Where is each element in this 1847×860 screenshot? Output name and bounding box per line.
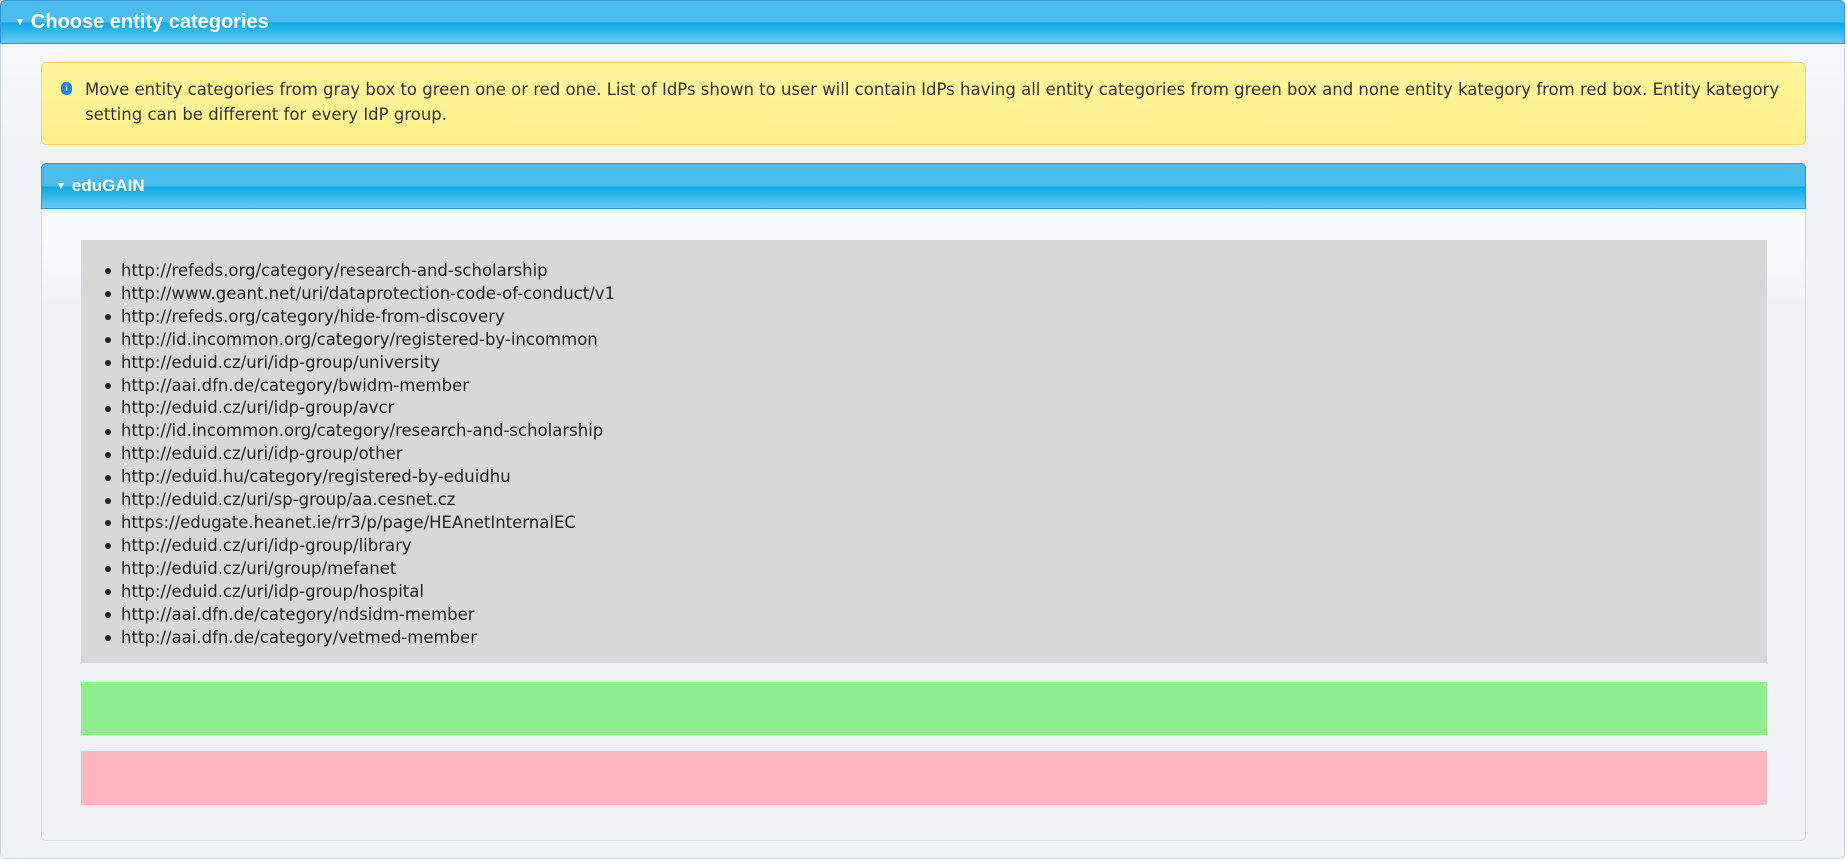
category-item[interactable]: http://eduid.cz/uri/idp-group/library [105, 535, 1767, 558]
collapse-triangle-icon: ▼ [15, 16, 25, 28]
idp-group-panel-edugain: ▼ eduGAIN http://refeds.org/category/res… [41, 163, 1806, 841]
info-text: Move entity categories from gray box to … [85, 80, 1780, 124]
excluded-categories-box[interactable] [81, 751, 1767, 805]
category-item[interactable]: http://eduid.hu/category/registered-by-e… [105, 466, 1767, 489]
category-item[interactable]: http://eduid.cz/uri/idp-group/other [105, 443, 1767, 466]
category-item[interactable]: http://aai.dfn.de/category/vetmed-member [105, 627, 1767, 650]
required-categories-box[interactable] [81, 682, 1767, 735]
category-item[interactable]: https://edugate.heanet.ie/rr3/p/page/HEA… [105, 512, 1767, 535]
category-item[interactable]: http://eduid.cz/uri/group/mefanet [105, 558, 1767, 581]
info-alert: i Move entity categories from gray box t… [41, 62, 1806, 145]
category-item[interactable]: http://www.geant.net/uri/dataprotection-… [105, 283, 1767, 306]
collapse-triangle-icon: ▼ [56, 180, 66, 192]
panel-title: Choose entity categories [30, 10, 269, 33]
category-item[interactable]: http://id.incommon.org/category/register… [105, 329, 1767, 352]
panel-header[interactable]: ▼ Choose entity categories [0, 0, 1845, 44]
available-categories-list: http://refeds.org/category/research-and-… [105, 260, 1767, 649]
category-item[interactable]: http://refeds.org/category/hide-from-dis… [105, 306, 1767, 329]
category-item[interactable]: http://aai.dfn.de/category/bwidm-member [105, 375, 1767, 398]
category-item[interactable]: http://refeds.org/category/research-and-… [105, 260, 1767, 283]
group-panel-header[interactable]: ▼ eduGAIN [41, 163, 1806, 209]
category-item[interactable]: http://eduid.cz/uri/idp-group/avcr [105, 397, 1767, 420]
category-item[interactable]: http://eduid.cz/uri/idp-group/hospital [105, 581, 1767, 604]
category-item[interactable]: http://eduid.cz/uri/sp-group/aa.cesnet.c… [105, 489, 1767, 512]
category-item[interactable]: http://aai.dfn.de/category/ndsidm-member [105, 604, 1767, 627]
category-item[interactable]: http://id.incommon.org/category/research… [105, 420, 1767, 443]
group-panel-title: eduGAIN [71, 176, 145, 195]
available-categories-box[interactable]: http://refeds.org/category/research-and-… [81, 240, 1767, 663]
info-icon: i [61, 82, 72, 95]
category-item[interactable]: http://eduid.cz/uri/idp-group/university [105, 352, 1767, 375]
